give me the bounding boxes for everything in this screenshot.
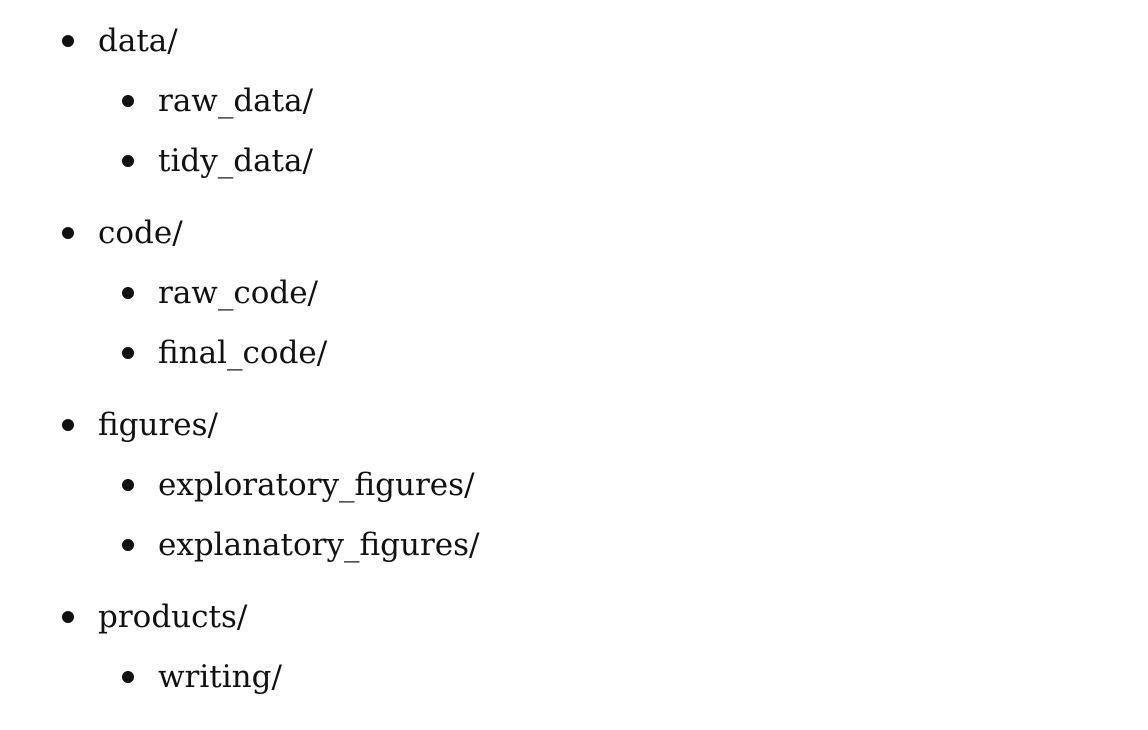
sub-list: writing/ — [0, 647, 1148, 707]
sub-list-item: raw_code/ — [0, 263, 1148, 323]
sub-list: exploratory_figures/ explanatory_figures… — [0, 455, 1148, 575]
sub-list-item: tidy_data/ — [0, 131, 1148, 191]
list-row: data/ — [0, 11, 1148, 71]
bullet-dot-icon — [122, 347, 134, 359]
bullet-dot-icon — [122, 539, 134, 551]
sub-list-item: exploratory_figures/ — [0, 455, 1148, 515]
sub-list-item: final_code/ — [0, 323, 1148, 383]
bullet-dot-icon — [122, 155, 134, 167]
subfolder-label: raw_data/ — [158, 83, 314, 119]
subfolder-label: writing/ — [158, 659, 282, 695]
sub-list: raw_code/ final_code/ — [0, 263, 1148, 383]
list-item-products: products/ writing/ — [0, 587, 1148, 707]
sub-list-item: writing/ — [0, 647, 1148, 707]
subfolder-label: raw_code/ — [158, 275, 318, 311]
bullet-dot-icon — [62, 611, 74, 623]
folder-label: figures/ — [98, 407, 219, 443]
subfolder-label: final_code/ — [158, 335, 328, 371]
list-item-code: code/ raw_code/ final_code/ — [0, 203, 1148, 395]
list-row: code/ — [0, 203, 1148, 263]
bullet-dot-icon — [62, 227, 74, 239]
bullet-dot-icon — [62, 419, 74, 431]
folder-label: data/ — [98, 23, 178, 59]
bullet-dot-icon — [122, 479, 134, 491]
bullet-dot-icon — [122, 671, 134, 683]
bullet-dot-icon — [122, 95, 134, 107]
bullet-dot-icon — [122, 287, 134, 299]
subfolder-label: exploratory_figures/ — [158, 467, 475, 503]
directory-list: data/ raw_data/ tidy_data/ code/ — [0, 11, 1148, 707]
list-row: products/ — [0, 587, 1148, 647]
sub-list: raw_data/ tidy_data/ — [0, 71, 1148, 191]
subfolder-label: tidy_data/ — [158, 143, 313, 179]
folder-label: code/ — [98, 215, 183, 251]
list-item-data: data/ raw_data/ tidy_data/ — [0, 11, 1148, 203]
sub-list-item: explanatory_figures/ — [0, 515, 1148, 575]
bullet-dot-icon — [62, 35, 74, 47]
subfolder-label: explanatory_figures/ — [158, 527, 480, 563]
folder-label: products/ — [98, 599, 248, 635]
sub-list-item: raw_data/ — [0, 71, 1148, 131]
list-item-figures: figures/ exploratory_figures/ explanator… — [0, 395, 1148, 587]
list-row: figures/ — [0, 395, 1148, 455]
